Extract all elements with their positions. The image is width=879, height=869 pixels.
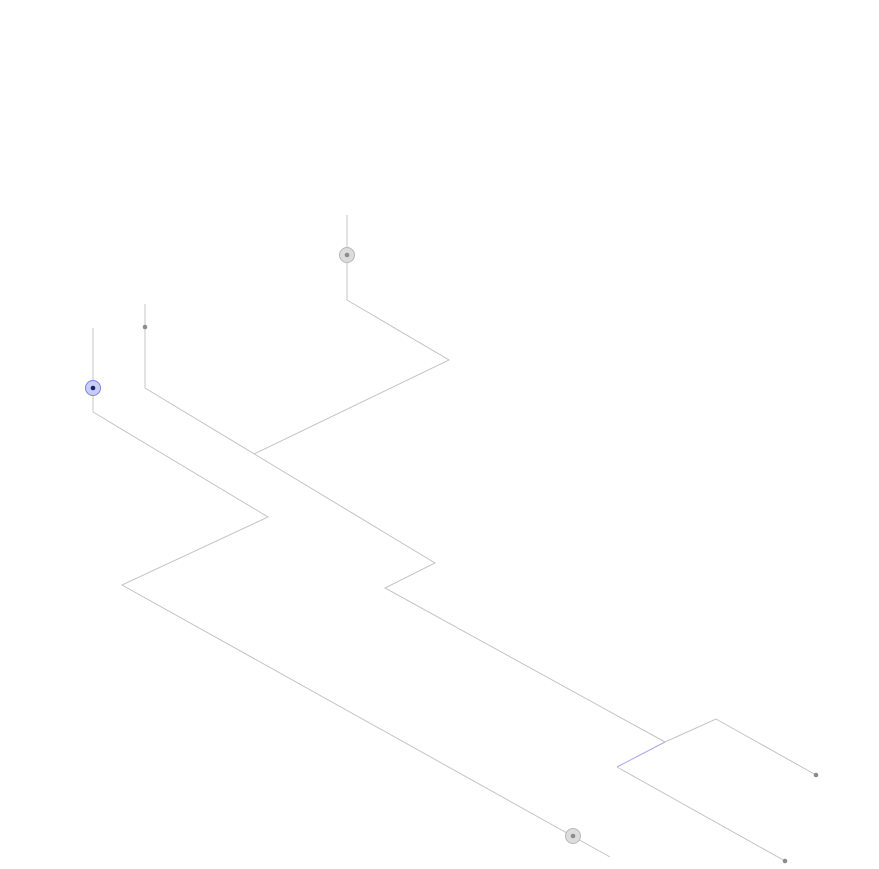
path-branch-lower <box>616 766 786 862</box>
path-c <box>144 304 666 743</box>
dot-icon <box>344 252 350 258</box>
paths-layer <box>92 215 817 862</box>
node-top-center[interactable] <box>339 247 355 263</box>
path-highlight <box>616 741 666 768</box>
node-bottom-center[interactable] <box>565 828 581 844</box>
node-selected[interactable] <box>85 380 101 396</box>
dot-icon <box>782 858 788 864</box>
node-right-upper[interactable] <box>813 772 819 778</box>
dot-icon <box>570 833 576 839</box>
node-right-lower[interactable] <box>782 858 788 864</box>
dot-icon <box>90 385 96 391</box>
path-branch-upper <box>664 718 817 776</box>
dot-icon <box>142 324 148 330</box>
nodes-layer <box>85 247 819 864</box>
node-top-left-small[interactable] <box>142 324 148 330</box>
dot-icon <box>813 772 819 778</box>
